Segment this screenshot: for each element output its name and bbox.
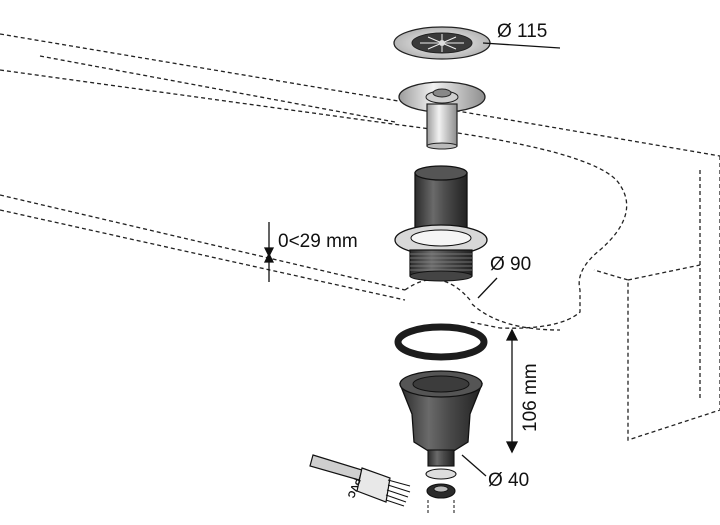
grate-leader-line [482,42,561,49]
worktop-mid-line [39,55,396,123]
sink-cutout-lower [471,303,561,331]
brush-bristles [385,479,411,507]
worktop-outline [0,33,720,441]
grate-diameter-label: Ø 115 [497,21,548,42]
outlet-diameter-label: Ø 40 [488,470,530,491]
worktop-back-edge [0,33,720,157]
thickness-dimension [263,222,275,282]
strainer-grate [393,26,491,60]
glue-brush [309,454,411,507]
rubber-gasket [394,323,488,361]
flange-leader-line [477,277,498,299]
thickness-range-label: 0<29 mm [278,231,358,252]
sink-cutout [404,278,471,301]
worktop-front-bottom [0,209,406,301]
worktop-front-top [0,194,406,291]
worktop-right-face [593,156,720,441]
worktop-right-top [627,264,701,281]
worktop-inner-top [0,69,628,329]
outlet-fittings [425,468,457,514]
height-dimension [505,328,519,454]
outlet-leader-line [461,454,487,477]
upper-flange-body [394,165,488,282]
thread-lines [410,253,472,271]
lower-body [399,370,483,467]
body-height-label: 106 mm [520,363,541,432]
basket-plug [398,81,486,150]
flange-diameter-label: Ø 90 [490,254,532,275]
